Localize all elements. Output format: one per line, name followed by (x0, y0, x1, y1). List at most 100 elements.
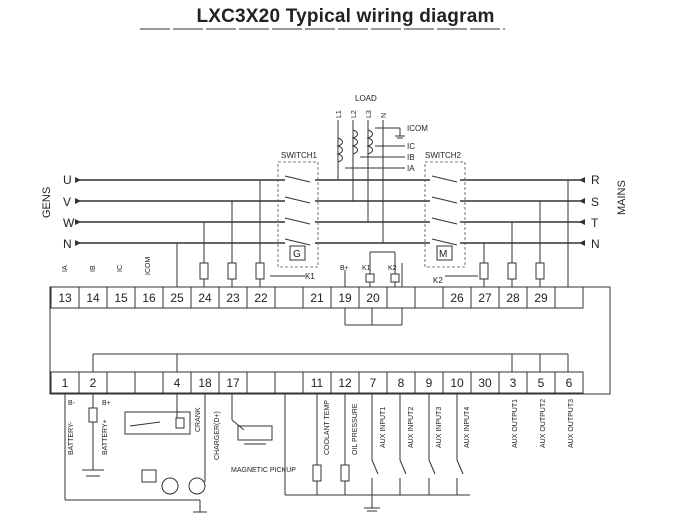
bottom-terminal-number: 17 (226, 376, 240, 390)
top-terminal-box (554, 286, 584, 309)
load-l3-label: L3 (366, 110, 373, 118)
phase-w-label: W (63, 216, 75, 230)
load-l2-label: L2 (351, 110, 358, 118)
top-terminal-box (414, 286, 444, 309)
bottom-terminal-box (134, 371, 164, 394)
bottom-terminal-box (246, 371, 276, 394)
ct-ic-label: IC (407, 142, 415, 151)
label-aux-input1: AUX INPUT1 (380, 407, 387, 448)
load-l1-label: L1 (336, 110, 343, 118)
label-b-minus: B- (68, 400, 76, 407)
internal-links (92, 308, 569, 372)
phase-s-label: S (591, 195, 599, 209)
phase-v-label: V (63, 195, 71, 209)
diagram-title: LXC3X20 Typical wiring diagram (196, 6, 495, 27)
phase-n-label-mains: N (591, 237, 600, 251)
label-aux-output3: AUX OUTPUT3 (568, 399, 575, 448)
label-k2-top: K2 (388, 265, 397, 272)
bottom-terminal-number: 10 (450, 376, 464, 390)
bottom-terminal-number: 3 (510, 376, 517, 390)
switch2-coil-label: M (439, 249, 447, 260)
top-terminal-number: 26 (450, 291, 464, 305)
bottom-terminal-number: 18 (198, 376, 212, 390)
gens-bus (75, 177, 285, 246)
label-b-plus-top: B+ (340, 265, 349, 272)
load-bus (315, 179, 430, 244)
bottom-terminal-number: 6 (566, 376, 573, 390)
bottom-terminal-number: 9 (426, 376, 433, 390)
top-terminal-box (274, 286, 304, 309)
switch2: SWITCH2 M K2 (424, 151, 466, 285)
label-ib-top: IB (90, 265, 97, 272)
switch1-label: SWITCH1 (281, 151, 318, 160)
load-n-label: N (381, 113, 388, 118)
label-oil-pressure: OIL PRESSURE (352, 403, 359, 455)
top-terminal-number: 22 (254, 291, 268, 305)
mains-label: MAINS (616, 180, 628, 215)
switch1-coil-label: G (293, 249, 301, 260)
bottom-terminal-box (274, 371, 304, 394)
top-terminal-number: 13 (58, 291, 72, 305)
top-terminal-number: 25 (170, 291, 184, 305)
relay-coils: B+ K1 K2 (270, 251, 478, 287)
load-label: LOAD (355, 94, 377, 103)
ct-ib-label: IB (407, 153, 415, 162)
bottom-terminal-box (554, 371, 584, 394)
label-b-plus: B+ (102, 400, 111, 407)
top-terminal-box (386, 286, 416, 309)
bottom-terminal-number: 7 (370, 376, 377, 390)
phase-u-label: U (63, 173, 72, 187)
label-battery-minus: BATTERY- (68, 421, 75, 455)
top-terminal-number: 19 (338, 291, 352, 305)
label-icom-top: ICOM (145, 257, 152, 275)
label-aux-input3: AUX INPUT3 (436, 407, 443, 448)
label-aux-output1: AUX OUTPUT1 (512, 399, 519, 448)
bottom-terminal-number: 12 (338, 376, 352, 390)
label-coolant-temp: COOLANT TEMP (324, 400, 331, 455)
label-aux-output2: AUX OUTPUT2 (540, 399, 547, 448)
label-magnetic-pickup: MAGNETIC PICKUP (231, 467, 296, 474)
label-ia-top: IA (62, 265, 69, 272)
top-terminal-number: 27 (478, 291, 492, 305)
bottom-terminal-number: 2 (90, 376, 97, 390)
switch1: SWITCH1 G K1 (277, 151, 319, 281)
ct-ia-label: IA (407, 164, 415, 173)
mains-bus (460, 177, 585, 246)
bottom-terminal-number: 4 (174, 376, 181, 390)
bottom-labels: B- B+ BATTERY- BATTERY+ CRANK CHARGER(D+… (68, 399, 575, 474)
label-crank: CRANK (195, 407, 202, 432)
label-aux-input4: AUX INPUT4 (464, 407, 471, 448)
top-terminal-number: 20 (366, 291, 380, 305)
phase-n-label-gens: N (63, 237, 72, 251)
bottom-terminal-number: 1 (62, 376, 69, 390)
top-terminal-number: 21 (310, 291, 324, 305)
bottom-terminal-number: 30 (478, 376, 492, 390)
top-terminal-number: 15 (114, 291, 128, 305)
top-terminal-number: 29 (534, 291, 548, 305)
ct-terminal-labels: IA IB IC ICOM (62, 257, 152, 275)
phase-r-label: R (591, 173, 600, 187)
phase-t-label: T (591, 216, 599, 230)
bottom-wiring (64, 394, 470, 513)
load-feeders: LOAD L1 L2 L3 N ICOM IC IB IA (336, 94, 428, 243)
switch2-label: SWITCH2 (425, 151, 462, 160)
top-terminal-number: 24 (198, 291, 212, 305)
bottom-terminal-number: 5 (538, 376, 545, 390)
switch1-relay-label: K1 (305, 272, 315, 281)
sensing-wires (176, 180, 569, 287)
bottom-terminal-number: 8 (398, 376, 405, 390)
top-terminal-number: 28 (506, 291, 520, 305)
bottom-terminal-number: 11 (311, 376, 324, 390)
label-ic-top: IC (117, 265, 124, 272)
label-charger: CHARGER(D+) (214, 411, 221, 460)
bottom-terminal-box (106, 371, 136, 394)
label-k1-top: K1 (362, 265, 371, 272)
label-battery-plus: BATTERY+ (102, 419, 109, 455)
gens-label: GENS (41, 187, 53, 218)
ct-icom-label: ICOM (407, 124, 428, 133)
top-terminal-number: 23 (226, 291, 240, 305)
switch2-relay-label: K2 (433, 276, 443, 285)
